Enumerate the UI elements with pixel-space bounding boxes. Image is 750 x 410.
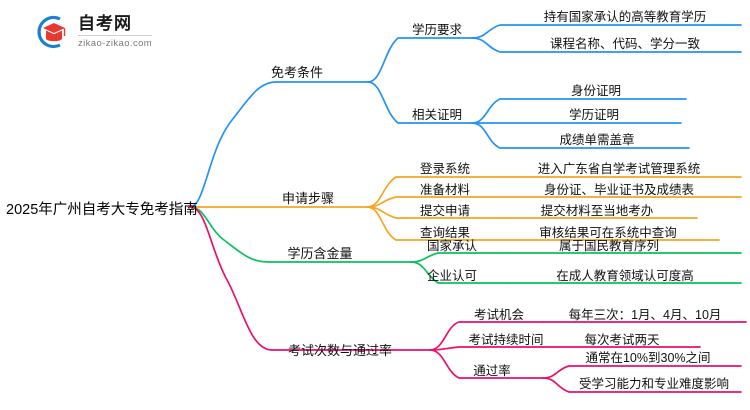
sub-node-tong-guo-lv[interactable]: 通过率 — [473, 364, 511, 378]
leaf-node-4-3-1[interactable]: 通常在10%到30%之间 — [585, 351, 711, 365]
leaf-node-1-2-2[interactable]: 学历证明 — [568, 108, 620, 122]
branch-node-kao-shi-ci-shu-yu-tong-guo-lv[interactable]: 考试次数与通过率 — [287, 343, 393, 358]
sub-node-deng-lu-xi-tong[interactable]: 登录系统 — [419, 162, 471, 176]
leaf-node-4-1-1[interactable]: 每年三次：1月、4月、10月 — [568, 308, 722, 322]
branch-3-links — [189, 206, 742, 284]
leaf-node-4-2-1[interactable]: 每次考试两天 — [584, 333, 660, 347]
leaf-node-2-3-1[interactable]: 提交材料至当地考办 — [540, 204, 654, 218]
branch-2-links — [189, 176, 742, 241]
leaf-node-2-4-1[interactable]: 审核结果可在系统中查询 — [539, 226, 677, 240]
leaf-node-2-1-1[interactable]: 进入广东省自学考试管理系统 — [537, 162, 701, 176]
sub-node-guo-jia-cheng-ren[interactable]: 国家承认 — [426, 239, 478, 253]
sub-node-qi-ye-ren-ke[interactable]: 企业认可 — [426, 269, 478, 283]
leaf-node-4-3-2[interactable]: 受学习能力和专业难度影响 — [578, 377, 730, 391]
leaf-node-1-2-3[interactable]: 成绩单需盖章 — [559, 133, 635, 147]
leaf-node-3-2-1[interactable]: 在成人教育领域认可度高 — [556, 269, 694, 283]
sub-node-zhun-bei-cai-liao[interactable]: 准备材料 — [419, 183, 471, 197]
branch-4-links — [189, 206, 747, 393]
sub-node-ti-jiao-shen-qing[interactable]: 提交申请 — [419, 204, 471, 218]
logo-subtitle: zikao-zikao.com — [78, 38, 153, 50]
leaf-node-2-2-1[interactable]: 身份证、毕业证书及成绩表 — [543, 183, 695, 197]
leaf-node-1-1-2[interactable]: 课程名称、代码、学分一致 — [549, 37, 701, 51]
branch-node-mian-kao-tiao-jian[interactable]: 免考条件 — [270, 65, 324, 80]
sub-node-kao-shi-chi-xu-shi-jian[interactable]: 考试持续时间 — [468, 333, 544, 347]
sub-node-cha-xun-jie-guo[interactable]: 查询结果 — [419, 226, 471, 240]
logo-title: 自考网 — [78, 15, 153, 37]
logo-mark-icon — [30, 12, 72, 52]
leaf-node-3-1-1[interactable]: 属于国民教育序列 — [558, 239, 660, 253]
sub-node-kao-shi-ji-hui[interactable]: 考试机会 — [473, 308, 525, 322]
logo-text: 自考网 zikao-zikao.com — [78, 15, 153, 50]
sub-node-xiang-guan-zheng-ming[interactable]: 相关证明 — [411, 108, 463, 122]
logo-svg — [37, 15, 66, 49]
branch-node-shen-qing-bu-zhou[interactable]: 申请步骤 — [281, 191, 335, 206]
branch-1-links — [189, 24, 742, 208]
sub-node-xue-li-yao-qiu[interactable]: 学历要求 — [411, 23, 463, 37]
leaf-node-1-1-1[interactable]: 持有国家承认的高等教育学历 — [543, 10, 707, 24]
mindmap-root-node[interactable]: 2025年广州自考大专免考指南 — [6, 202, 198, 218]
site-logo: 自考网 zikao-zikao.com — [30, 12, 153, 52]
branch-node-xue-li-han-jin-liang[interactable]: 学历含金量 — [287, 246, 353, 261]
leaf-node-1-2-1[interactable]: 身份证明 — [570, 84, 622, 98]
